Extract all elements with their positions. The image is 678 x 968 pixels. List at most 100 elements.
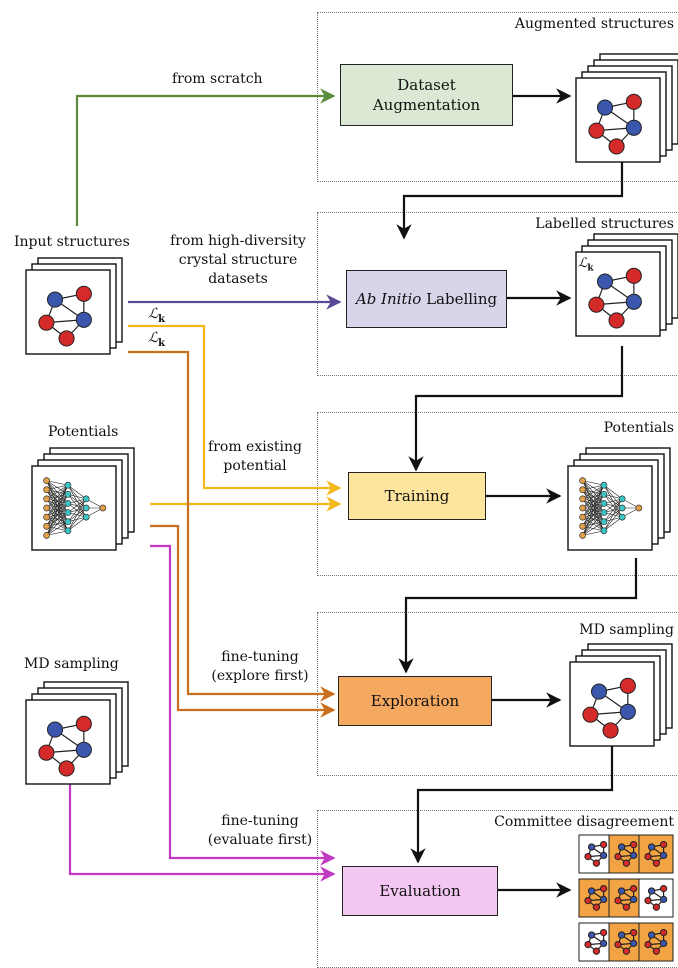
- arrow-from-existing-potential: [128, 324, 342, 496]
- ab-initio-italic: Ab Initio: [355, 290, 422, 308]
- nn-neuron: [600, 481, 608, 489]
- nn-neuron: [99, 504, 107, 512]
- arrow-labelled-to-training: [408, 346, 624, 472]
- nn-connection: [67, 516, 87, 532]
- nn-neuron: [600, 518, 608, 526]
- molecule-atom: [625, 119, 642, 136]
- molecule-atom: [590, 683, 608, 700]
- molecule-atom: [75, 285, 92, 302]
- input-potentials-stack: [30, 446, 136, 556]
- arrow-md-to-evaluation-input: [68, 782, 336, 882]
- committee-disagreement-grid: [578, 834, 678, 968]
- nn-connection: [603, 498, 623, 522]
- label-fine-tuning-evaluate: fine-tuning (evaluate first): [192, 812, 328, 850]
- nn-neuron: [579, 495, 586, 503]
- nn-neuron: [579, 486, 586, 494]
- molecule-atom: [58, 330, 75, 347]
- committee-cell: [608, 878, 644, 918]
- molecule-atom: [75, 741, 92, 758]
- md-sampling-output-stack: [568, 642, 674, 752]
- molecule-atom: [587, 887, 596, 895]
- committee-cell: [638, 834, 674, 874]
- molecule-atom: [584, 940, 592, 949]
- molecule-atom: [614, 940, 622, 949]
- loss-symbol-1-glyph: ℒ: [148, 306, 159, 322]
- nn-neuron: [43, 504, 50, 512]
- nn-connection: [603, 516, 623, 532]
- nn-neuron: [579, 504, 586, 512]
- molecule-atom: [629, 939, 638, 948]
- nn-neuron: [635, 504, 643, 512]
- nn-neuron: [579, 532, 586, 539]
- molecule-atom: [619, 703, 636, 720]
- molecule-atom: [659, 851, 668, 860]
- molecule-atom: [584, 896, 592, 905]
- arrow-fine-tuning-explore: [128, 350, 336, 702]
- molecule-atom: [587, 843, 596, 851]
- nn-neuron: [618, 504, 626, 512]
- molecule-atom: [619, 677, 636, 694]
- label-diversity-line-2: crystal structure: [178, 252, 298, 268]
- nn-neuron: [64, 509, 72, 516]
- molecule-atom: [629, 928, 638, 937]
- card-loss-symbol: ℒk: [578, 256, 594, 274]
- molecule-atom: [588, 122, 605, 139]
- nn-connection: [603, 484, 623, 500]
- molecule-atom: [599, 939, 608, 948]
- nn-connection: [603, 498, 623, 513]
- nn-connection: [67, 484, 87, 500]
- molecule-atom: [614, 852, 622, 861]
- nn-neuron: [600, 490, 608, 498]
- nn-connection: [46, 521, 69, 536]
- label-existing-line-2: potential: [223, 458, 287, 474]
- molecule-atom: [629, 895, 638, 904]
- nn-connection: [582, 484, 604, 491]
- nn-connection: [46, 485, 69, 527]
- molecule-atom: [647, 843, 656, 851]
- panel-title-labelled: Labelled structures: [535, 216, 674, 232]
- arrow-potentials-to-exploration: [398, 558, 638, 674]
- molecule-atom: [608, 312, 625, 329]
- potentials-panel: [317, 412, 678, 576]
- nn-connection: [67, 498, 87, 531]
- molecule-atom: [588, 296, 605, 313]
- molecule-atom: [659, 928, 668, 937]
- molecule-atom: [58, 760, 75, 777]
- nn-neuron: [43, 532, 50, 539]
- nn-neuron: [579, 522, 586, 530]
- molecule-atom: [644, 852, 652, 861]
- committee-cell: [608, 834, 644, 874]
- molecule-atom: [46, 291, 64, 308]
- molecule-atom: [587, 931, 596, 939]
- input-potentials-title: Potentials: [48, 424, 119, 440]
- committee-cell: [638, 922, 674, 962]
- molecule-atom: [659, 840, 668, 849]
- molecule-atom: [625, 293, 642, 310]
- nn-connection: [46, 484, 68, 491]
- label-from-existing-potential: from existing potential: [200, 438, 310, 476]
- loss-symbol-1: ℒk: [148, 306, 165, 325]
- nn-neuron: [82, 495, 90, 503]
- molecule-atom: [652, 947, 661, 955]
- nn-neuron: [64, 490, 72, 498]
- nn-neuron: [64, 527, 72, 535]
- molecule-atom: [647, 887, 656, 895]
- potentials-output-stack: [566, 446, 672, 556]
- molecule-atom: [629, 884, 638, 893]
- nn-connection: [582, 485, 605, 536]
- loss-symbol-2: ℒk: [148, 330, 165, 349]
- label-diversity-line-3: datasets: [208, 271, 268, 287]
- ab-initio-labelling-box: Ab Initio Labelling: [346, 270, 507, 328]
- nn-connection: [67, 507, 87, 531]
- input-structures-stack: [24, 256, 124, 360]
- label-diversity-line-1: from high-diversity: [170, 233, 306, 249]
- molecule-atom: [652, 859, 661, 867]
- committee-cell: [638, 878, 674, 918]
- nn-connection: [46, 484, 69, 500]
- nn-neuron: [64, 500, 72, 507]
- augmented-structures-stack: [574, 52, 678, 168]
- molecule-atom: [38, 314, 55, 331]
- molecule-atom: [38, 744, 55, 761]
- panel-title-committee: Committee disagreement: [494, 814, 674, 830]
